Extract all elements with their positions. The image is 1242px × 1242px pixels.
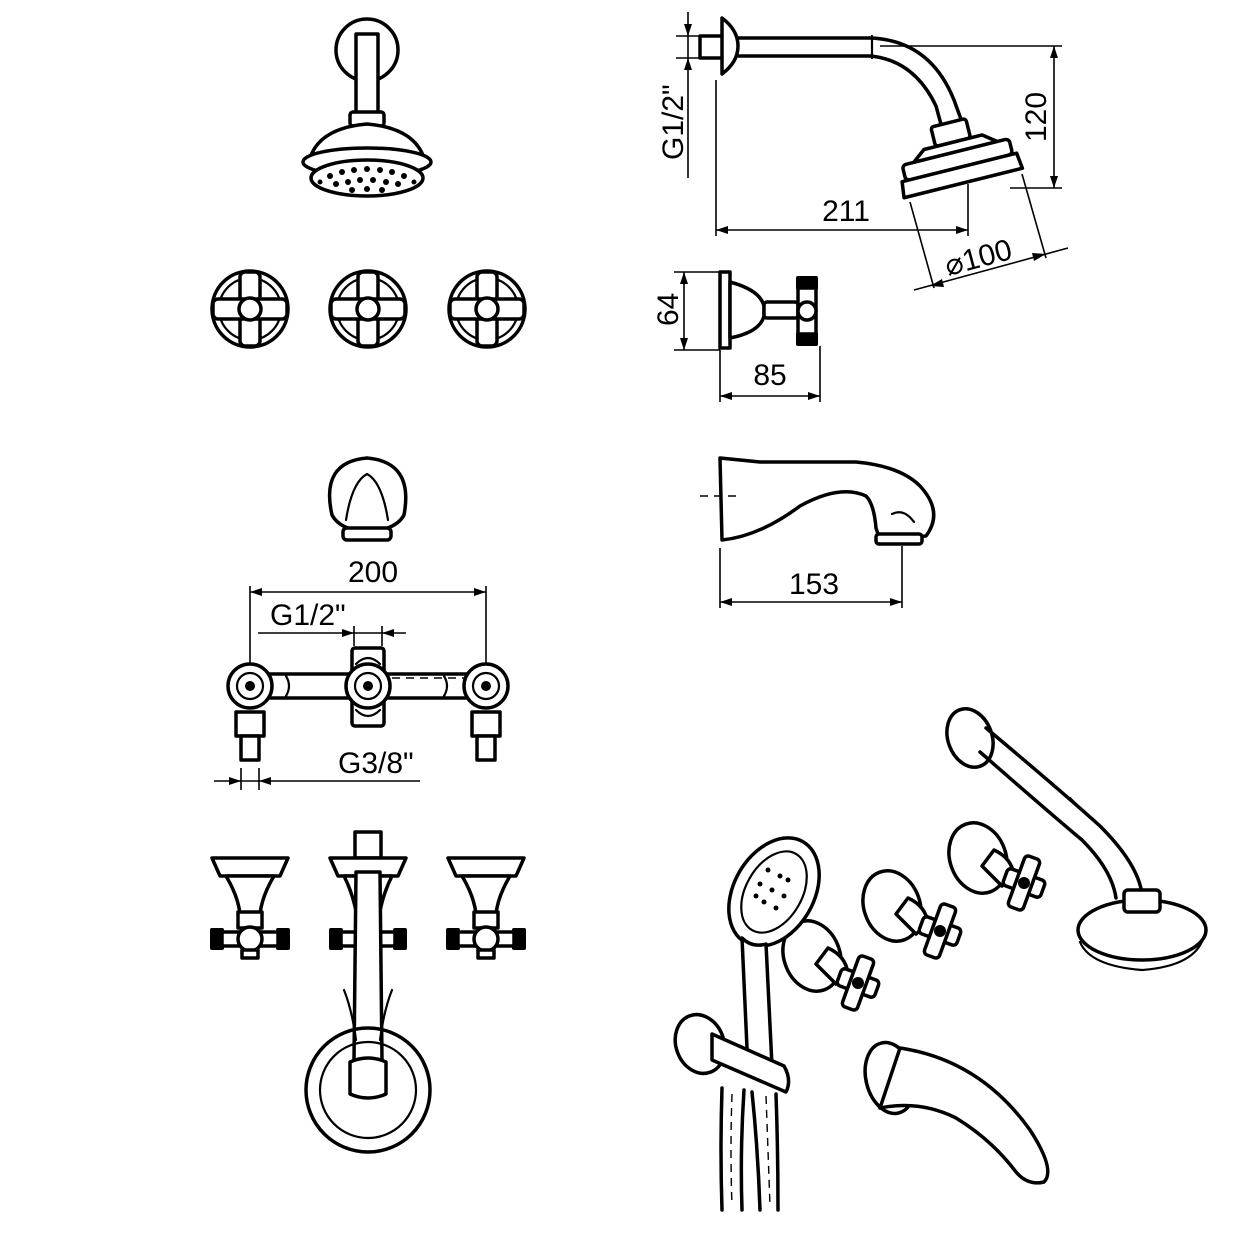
dimension-outlet-thread: G3/8": [214, 747, 420, 790]
handle-front-left: [210, 269, 290, 349]
dimension-valve-spacing: 200: [249, 556, 487, 664]
dimension-inlet-thread: G1/2": [258, 599, 406, 646]
dimension-arm-drop: 120: [880, 45, 1062, 189]
handle-side-view: [718, 270, 818, 350]
handle-side-right: [446, 856, 526, 960]
dimension-spout-length: 153: [719, 546, 903, 608]
inlet-thread-label: G1/2": [270, 599, 346, 632]
outlet-thread-label: G3/8": [338, 747, 414, 780]
shower-arm-side-view: [698, 16, 1025, 200]
handle-height-label: 64: [652, 293, 685, 326]
handle-side-left: [210, 856, 290, 960]
valve-spacing-label: 200: [348, 556, 398, 589]
handle-front-center: [328, 269, 408, 349]
dimension-arm-length: 211: [715, 80, 969, 236]
dimension-arm-thread: G1/2": [657, 12, 700, 178]
arm-thread-label: G1/2": [657, 84, 690, 160]
spout-front-view: [327, 456, 408, 542]
diverter-and-outlet-elbow: [304, 830, 432, 1154]
arm-drop-label: 120: [1020, 92, 1053, 142]
valve-body-rough-in: [226, 646, 510, 762]
handle-front-right: [447, 269, 527, 349]
shower-head-front-view: [301, 17, 433, 198]
dimension-handle-height: 64: [652, 271, 720, 351]
arm-length-label: 211: [822, 195, 870, 228]
spout-length-label: 153: [789, 568, 839, 601]
isometric-assembly-view: [673, 707, 1208, 1212]
handle-projection-label: 85: [753, 359, 786, 392]
spout-side-view: [700, 456, 936, 546]
head-diameter-label: ⌀100: [941, 233, 1015, 283]
dimension-handle-projection: 85: [719, 346, 821, 402]
